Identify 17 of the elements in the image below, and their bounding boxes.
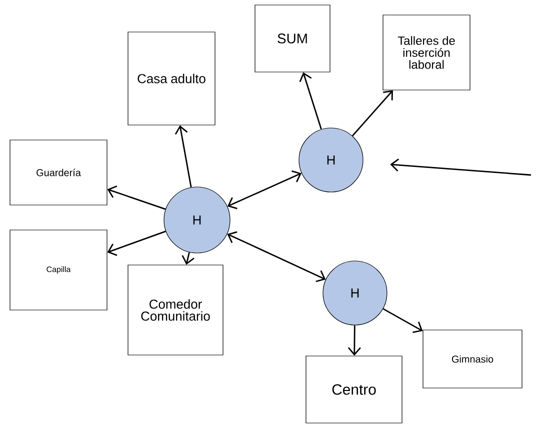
arrow [348, 325, 361, 356]
arrow [227, 170, 302, 210]
area-box: Talleres de inserción laboral [382, 14, 470, 90]
arrow [390, 158, 532, 176]
area-box: Casa adulto [128, 32, 216, 126]
area-box: Gimnasio [422, 330, 522, 388]
area-box: Centro [306, 356, 402, 424]
arrow [174, 125, 192, 188]
arrow [227, 231, 326, 282]
arrow [352, 90, 393, 136]
arrow [299, 72, 322, 130]
arrow [382, 308, 423, 334]
area-box: SUM [254, 4, 330, 72]
area-box: Guardería [10, 140, 108, 206]
arrow [107, 186, 166, 210]
area-box: Comedor Comunitario [128, 264, 224, 356]
arrow [107, 230, 166, 256]
